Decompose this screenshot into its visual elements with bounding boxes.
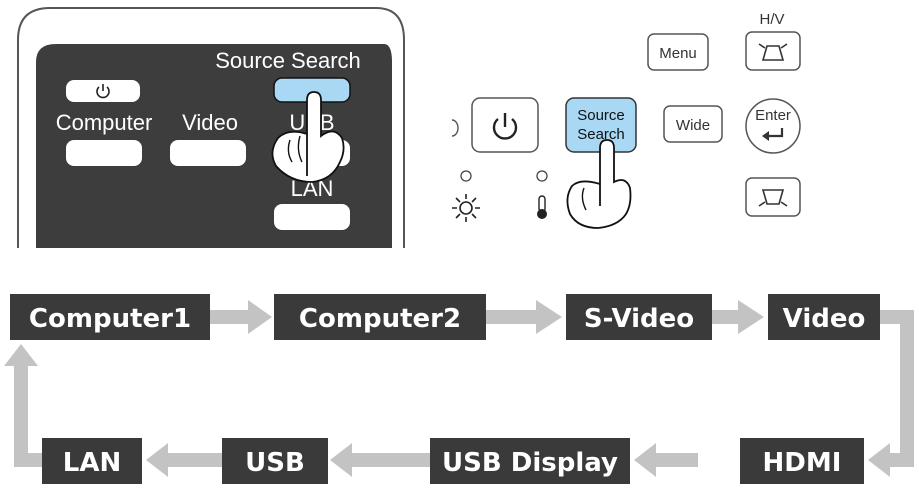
flow-label-s-video: S-Video bbox=[584, 304, 694, 334]
temp-indicator-light bbox=[536, 170, 548, 182]
flow-box-computer1: Computer1 bbox=[10, 294, 210, 340]
flow-arrow bbox=[210, 300, 272, 334]
wide-label: Wide bbox=[676, 117, 710, 134]
flow-label-usb: USB bbox=[245, 448, 305, 478]
flow-arrow bbox=[486, 300, 562, 334]
video-button[interactable] bbox=[170, 140, 246, 166]
flow-box-lan: LAN bbox=[42, 438, 142, 484]
flow-box-video: Video bbox=[768, 294, 880, 340]
computer-label: Computer bbox=[56, 110, 153, 135]
keystone-down-button[interactable] bbox=[745, 177, 801, 217]
source-search-label: Source Search bbox=[215, 48, 361, 73]
enter-label: Enter bbox=[755, 107, 791, 124]
source-flow: Computer1 Computer2 S-Video Video HDMI U… bbox=[4, 294, 914, 484]
temperature-icon bbox=[537, 195, 547, 219]
power-icon bbox=[492, 113, 518, 140]
hv-label: H/V bbox=[759, 11, 784, 28]
keystone-down-icon bbox=[758, 189, 788, 207]
flow-label-computer1: Computer1 bbox=[29, 304, 191, 334]
flow-arrow bbox=[712, 300, 764, 334]
lamp-icon bbox=[452, 194, 480, 222]
flow-label-computer2: Computer2 bbox=[299, 304, 461, 334]
flow-box-usb-display: USB Display bbox=[430, 438, 630, 484]
power-icon bbox=[96, 84, 110, 99]
flow-label-lan: LAN bbox=[63, 448, 121, 478]
flow-box-s-video: S-Video bbox=[566, 294, 712, 340]
keystone-up-icon bbox=[758, 43, 788, 61]
enter-button[interactable] bbox=[745, 98, 801, 154]
flow-arrow bbox=[146, 443, 222, 477]
flow-box-computer2: Computer2 bbox=[274, 294, 486, 340]
flow-label-video: Video bbox=[783, 304, 866, 334]
flow-arrow bbox=[634, 443, 698, 477]
flow-box-usb: USB bbox=[222, 438, 328, 484]
flow-arrow bbox=[330, 443, 430, 477]
indicator-light-icon bbox=[451, 119, 459, 137]
menu-label: Menu bbox=[659, 45, 697, 62]
flow-arrow bbox=[4, 344, 42, 467]
wide-button[interactable] bbox=[663, 105, 723, 143]
remote-control: Source Search Computer Video USB LAN bbox=[17, 7, 405, 248]
computer-button[interactable] bbox=[66, 140, 142, 166]
lamp-indicator-light bbox=[460, 170, 472, 182]
flow-label-hdmi: HDMI bbox=[763, 448, 842, 478]
hand-pointer-icon bbox=[566, 139, 632, 229]
video-label: Video bbox=[182, 110, 238, 135]
flow-box-hdmi: HDMI bbox=[740, 438, 864, 484]
control-panel: H/V Menu Source Search Wide Enter bbox=[451, 11, 801, 229]
flow-arrow bbox=[868, 310, 914, 477]
lan-button[interactable] bbox=[274, 204, 350, 230]
remote-outline bbox=[17, 7, 405, 248]
keystone-up-button[interactable] bbox=[745, 31, 801, 71]
enter-arrow-icon bbox=[762, 128, 784, 141]
hand-pointer-icon bbox=[271, 91, 345, 183]
menu-button[interactable] bbox=[647, 33, 709, 71]
source-search-line2: Search bbox=[577, 126, 625, 143]
source-search-line1: Source bbox=[577, 107, 625, 124]
flow-label-usb-display: USB Display bbox=[442, 448, 618, 478]
